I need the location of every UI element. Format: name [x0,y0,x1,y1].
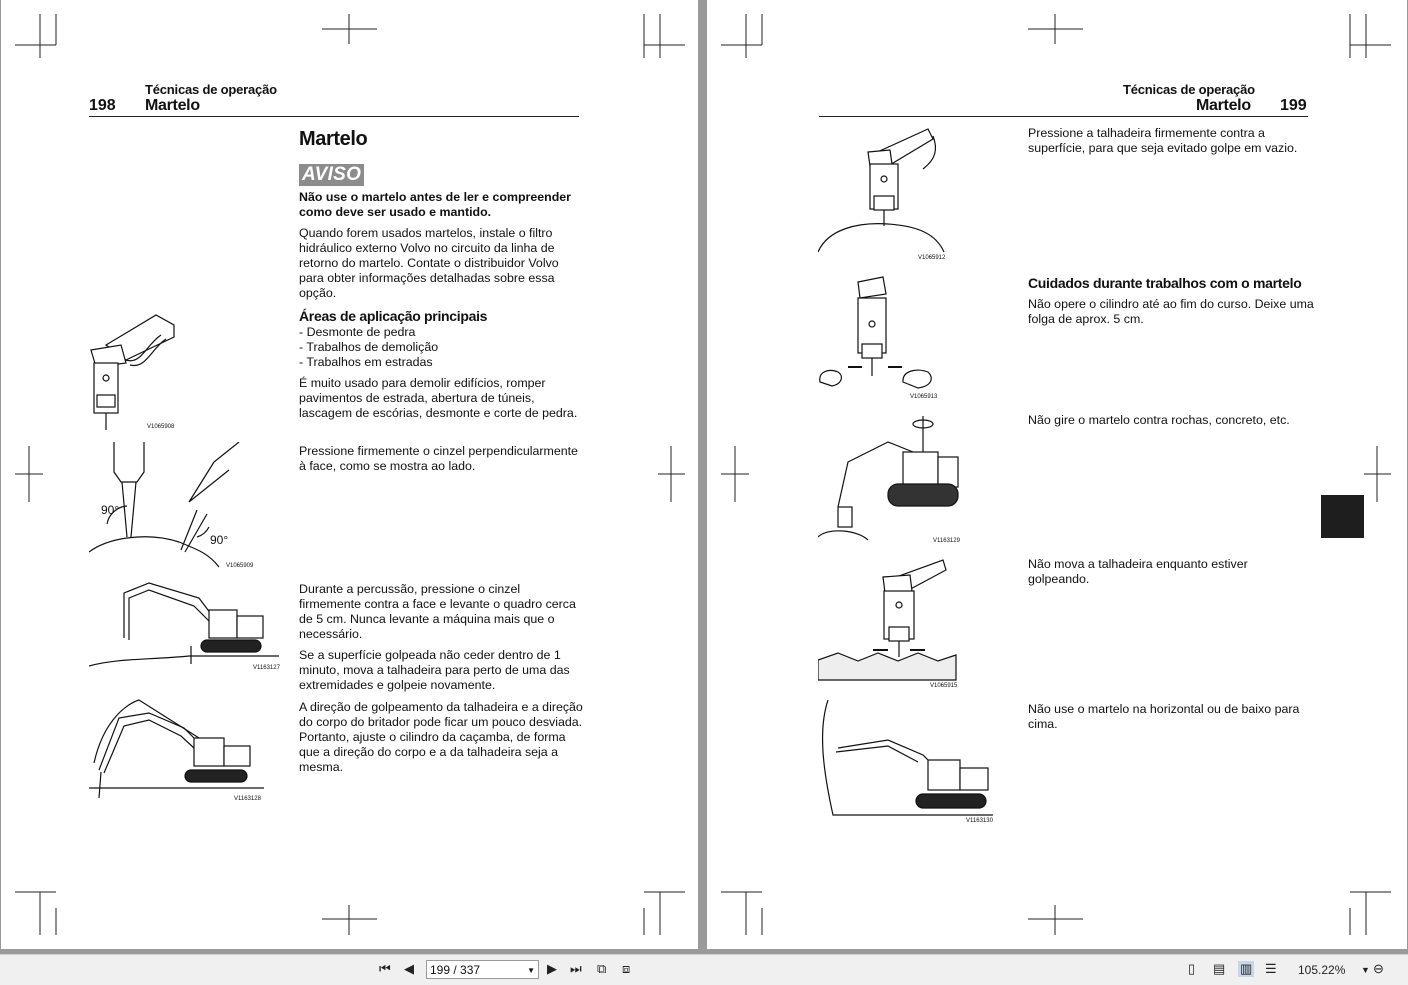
next-page-icon[interactable]: ▶ [547,961,557,976]
care-paragraph: Não opere o cilindro até ao fim do curso… [1028,297,1314,326]
usage-paragraph: É muito usado para demolir edifícios, ro… [299,376,578,420]
list-item: - Trabalhos em estradas [299,355,433,369]
figure-code: V1065913 [910,394,938,400]
angle-illustration [89,442,240,568]
excavator-rotate-illustration [818,416,959,541]
figure-code: V1163129 [933,538,960,544]
subheading: Áreas de aplicação principais [299,308,488,324]
figure-code: V1065912 [918,255,946,261]
care-heading: Cuidados durante trabalhos com o martelo [1028,275,1302,291]
hammer-stroke-illustration [819,276,932,389]
excavator-direction-illustration [89,699,264,799]
crop-marks [721,14,1391,935]
surface-paragraph: Se a superfície golpeada não ceder dentr… [299,648,570,692]
page-198: Técnicas de operação 198 Martelo Martelo… [1,0,698,949]
figure-code: V1163130 [966,818,993,824]
hammer-press-illustration [818,128,945,253]
page-number: 199 [1280,97,1307,114]
figure-code: V1163127 [253,665,280,671]
header-section: Técnicas de operação [1123,82,1255,97]
hammer-move-illustration [818,559,957,681]
zoom-out-icon[interactable]: ⊖ [1373,961,1384,976]
percussion-paragraph: Durante a percussão, pressione o cinzel … [299,582,576,641]
warning-label: AVISO [299,164,365,186]
figure-code: V1065915 [930,683,958,689]
last-page-icon[interactable]: ⏭ [570,961,582,976]
header-rule [89,116,579,117]
warning-text: Não use o martelo antes de ler e compree… [299,190,572,219]
press-paragraph: Pressione a talhadeira firmemente contra… [1028,126,1298,155]
figure-code: V1065908 [147,424,175,430]
fit-icon[interactable]: ⧉ [597,961,607,976]
rotate-paragraph: Não gire o martelo contra rochas, concre… [1028,413,1290,427]
page-number-value: 199 / 337 [430,963,481,977]
figure-code: V1163128 [234,796,261,802]
press-paragraph: Pressione firmemente o cinzel perpendicu… [299,444,578,473]
header-rule [819,116,1308,117]
layout-icon[interactable]: ⧈ [622,961,631,976]
figure-code: V1065909 [226,563,254,569]
crop-marks [15,14,685,935]
prev-page-icon[interactable]: ◀ [404,961,414,976]
chapter-tab-mark [1321,495,1364,538]
zoom-dropdown-icon[interactable]: ▼ [1361,965,1370,975]
zoom-level[interactable]: 105.22% [1298,963,1346,977]
first-page-icon[interactable]: ⏮ [379,961,391,976]
angle-label-left: 90° [101,503,120,517]
viewer-toolbar: ⏮ ◀ 199 / 337 ▼ ▶ ⏭ ⧉ ⧈ ▯ ▤ ▥ ☰ 105.22% … [0,954,1408,985]
horizontal-paragraph: Não use o martelo na horizontal ou de ba… [1028,702,1300,731]
move-paragraph: Não mova a talhadeira enquanto estiver g… [1028,557,1248,586]
direction-paragraph: A direção de golpeamento da talhadeira e… [299,700,583,774]
section-heading: Martelo [299,128,368,150]
list-item: - Desmonte de pedra [299,325,416,339]
excavator-illustration [89,582,279,667]
list-item: - Trabalhos de demolição [299,340,439,354]
intro-paragraph: Quando forem usados martelos, instale o … [299,226,559,300]
continuous-icon[interactable]: ▤ [1213,961,1226,976]
application-list: - Desmonte de pedra - Trabalhos de demol… [299,325,438,370]
angle-label-right: 90° [210,533,229,547]
document-viewer[interactable]: Técnicas de operação 198 Martelo Martelo… [0,0,1408,954]
header-title: Martelo [145,97,200,114]
page-number-field[interactable]: 199 / 337 ▼ [426,960,539,979]
chevron-down-icon[interactable]: ▼ [527,966,535,975]
header-section: Técnicas de operação [145,82,277,97]
excavator-horizontal-illustration [821,700,993,816]
header-title: Martelo [1196,97,1251,114]
scroll-icon[interactable]: ☰ [1265,961,1277,976]
single-page-icon[interactable]: ▯ [1188,961,1196,976]
page-199: Técnicas de operação Martelo 199 Pressio… [707,0,1407,949]
two-page-icon[interactable]: ▥ [1238,961,1255,977]
page-number: 198 [89,97,116,114]
hammer-illustration [90,314,175,430]
